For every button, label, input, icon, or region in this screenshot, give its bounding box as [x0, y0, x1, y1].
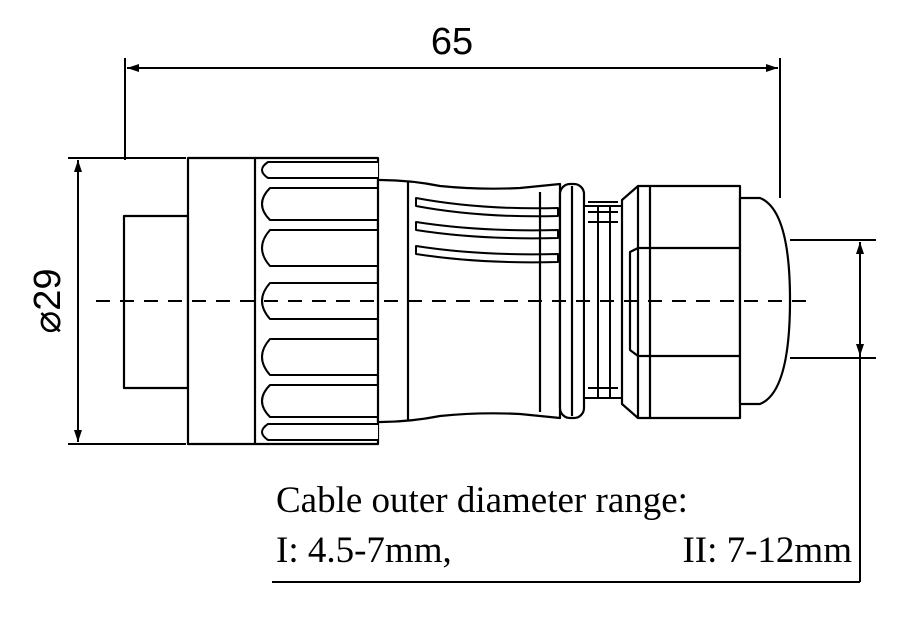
caption-line-1: Cable outer diameter range: — [276, 480, 688, 521]
mid-body-grooves — [415, 197, 559, 264]
cable-dimension — [272, 239, 876, 583]
diameter-label: ⌀29 — [27, 268, 69, 333]
thread-core — [583, 205, 623, 399]
caption-range-1: I: 4.5-7mm, — [276, 530, 452, 571]
length-label: 65 — [431, 21, 473, 63]
seal-cap — [738, 196, 792, 406]
diameter-dimension — [68, 157, 186, 445]
caption-range-2: II: 7-12mm — [682, 530, 852, 571]
length-dimension — [124, 58, 781, 198]
